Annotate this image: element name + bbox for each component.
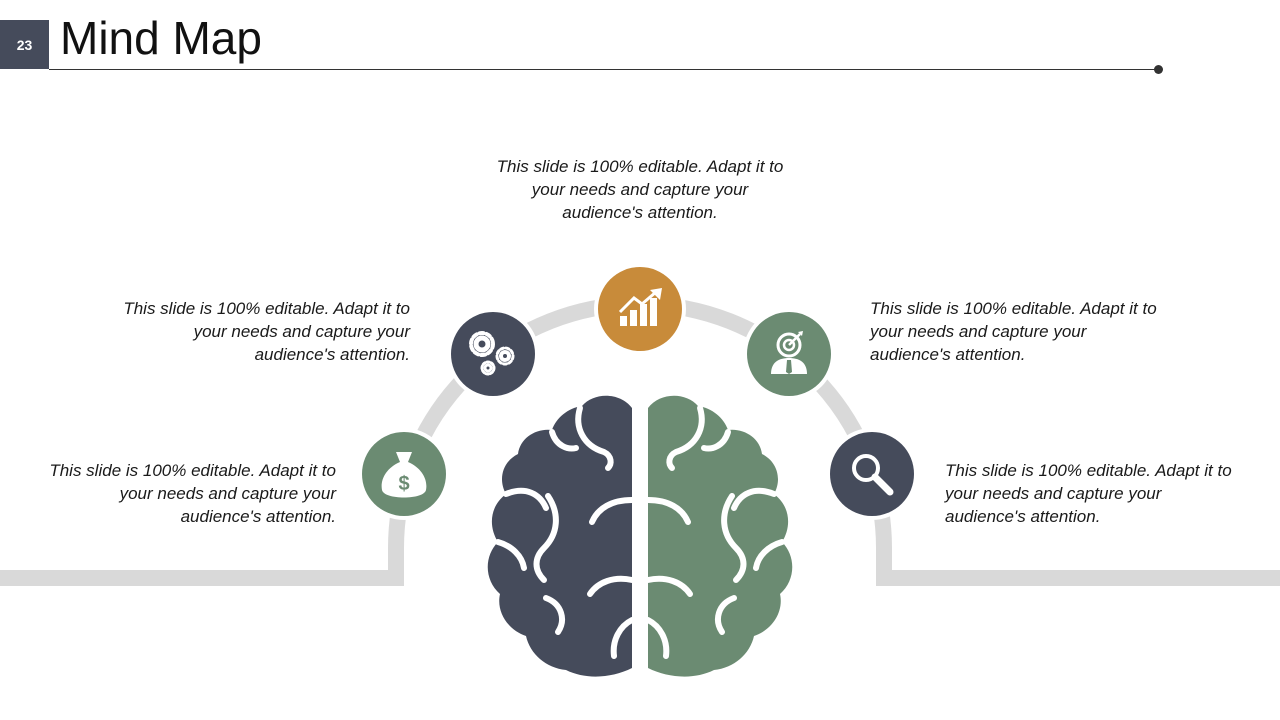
businessman-target-icon — [771, 331, 807, 374]
node-settings — [447, 308, 539, 400]
growth-chart-icon — [618, 288, 662, 326]
node-finance: $ — [358, 428, 450, 520]
node-growth — [594, 263, 686, 355]
brain-left-hemisphere-icon — [487, 395, 635, 677]
slide-number: 23 — [0, 20, 49, 69]
node-target — [743, 308, 835, 400]
brain-right-hemisphere-icon — [645, 395, 793, 677]
node-finance-text: This slide is 100% editable. Adapt it to… — [49, 461, 336, 526]
node-target-text: This slide is 100% editable. Adapt it to… — [870, 299, 1157, 364]
title-underline — [49, 69, 1159, 70]
svg-text:$: $ — [398, 473, 409, 495]
gears-icon — [469, 331, 515, 376]
node-search-text: This slide is 100% editable. Adapt it to… — [945, 461, 1232, 526]
node-settings-text: This slide is 100% editable. Adapt it to… — [123, 299, 410, 364]
money-bag-icon: $ — [381, 452, 427, 498]
brain — [487, 395, 793, 677]
slide-title: Mind Map — [60, 12, 262, 64]
node-growth-text: This slide is 100% editable. Adapt it to… — [496, 157, 784, 222]
magnifier-icon — [852, 454, 894, 496]
node-search — [826, 428, 918, 520]
title-underline-dot — [1154, 65, 1163, 74]
